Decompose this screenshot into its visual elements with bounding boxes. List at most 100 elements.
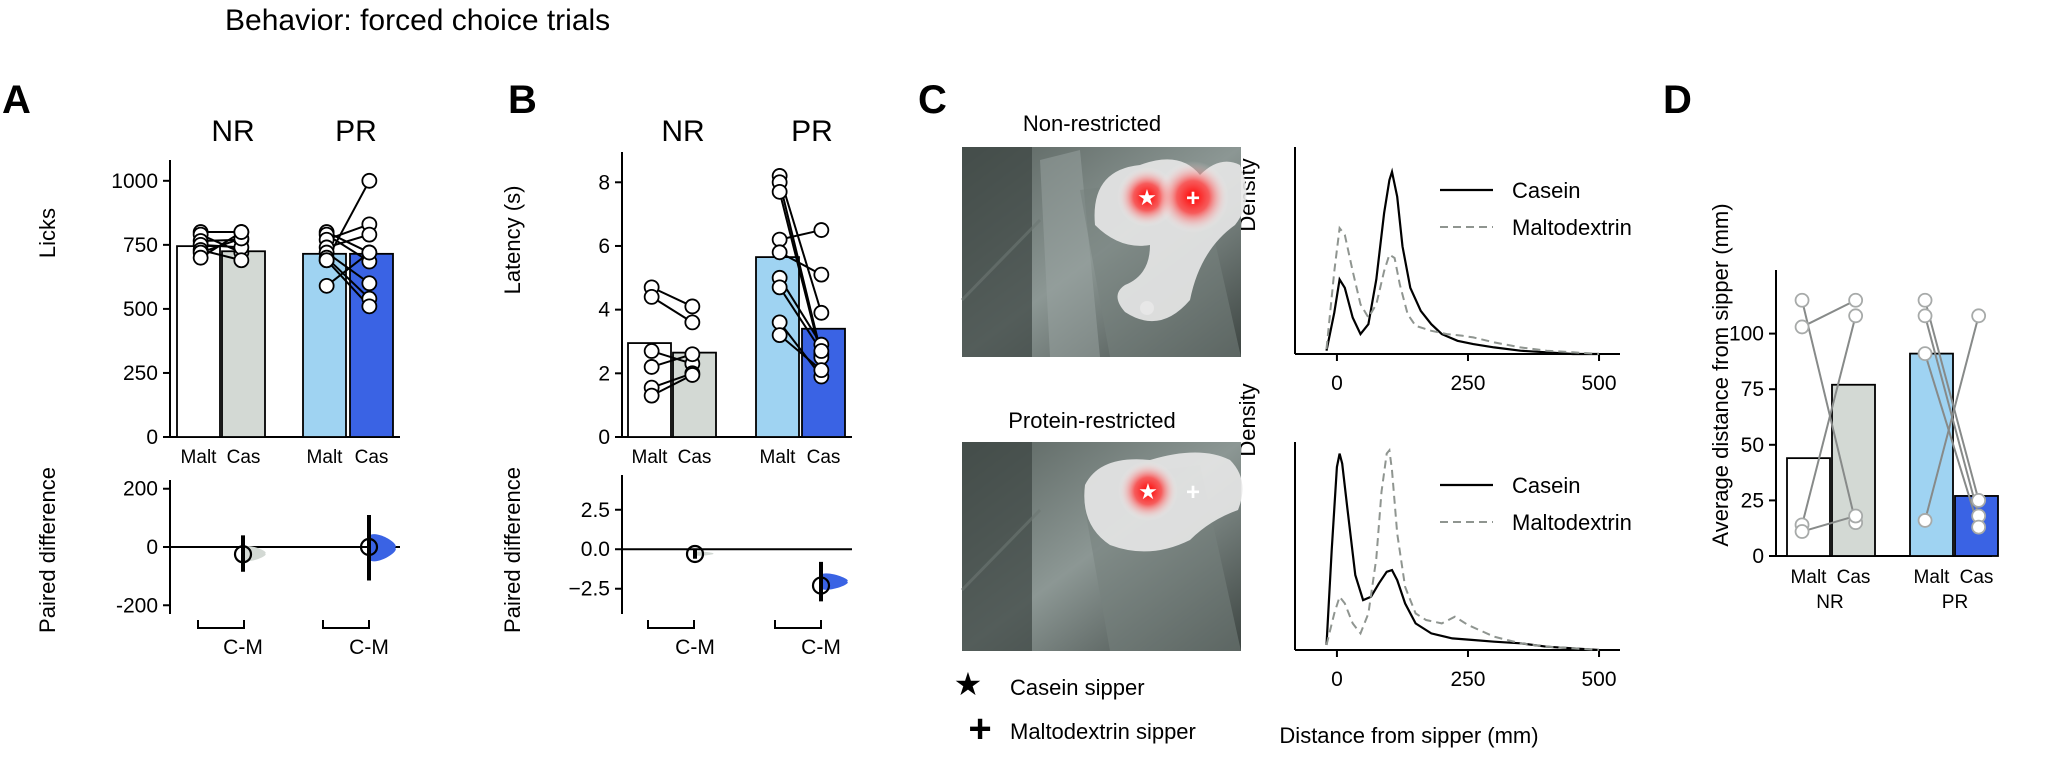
panel-b-bottom-ylabel: Paired difference xyxy=(500,467,525,633)
density-legend-top-casein: Casein xyxy=(1512,178,1580,203)
panel-d-point xyxy=(1917,513,1933,528)
panel-b-top-pair-line xyxy=(779,334,822,371)
panel-b-top-point xyxy=(813,266,830,283)
panel-b-group-label-pr: PR xyxy=(791,115,833,148)
panel-b-top-pair-line xyxy=(778,182,823,355)
panel-d-point xyxy=(1848,292,1864,308)
panel-b-top-point xyxy=(643,359,660,375)
panel-d-group-label-pr: PR xyxy=(1942,592,1968,613)
panel-b-top-category-label: Malt xyxy=(632,447,669,468)
panel-c-bottom-series-casein xyxy=(1325,453,1600,652)
panel-a-bottom-x-label-2: C-M xyxy=(349,636,389,659)
panel-b-bottom-mean-diff-1 xyxy=(685,544,705,564)
panel-b-top-point xyxy=(684,314,701,331)
panel-a-top-category-label: Malt xyxy=(181,447,218,468)
panel-c-bottom-series-maltodextrin xyxy=(1325,447,1600,651)
panel-b-top-point xyxy=(813,222,830,238)
panel-a-bottom-mean-diff-2 xyxy=(359,537,379,557)
panel-c-top-x-tick-label: 500 xyxy=(1582,372,1617,395)
panel-a-bottom-mean-diff-1 xyxy=(233,545,253,564)
panel-b-top-category-label: Malt xyxy=(760,447,797,468)
panel-a-top-point xyxy=(361,275,378,292)
panel-b-bottom-comparison-bracket-1 xyxy=(647,620,695,629)
panel-a-top-point xyxy=(233,252,250,269)
panel-c-bottom-x-tick-label: 0 xyxy=(1331,668,1343,691)
panel-b-top-pair-line xyxy=(651,296,693,324)
panel-letter-a: A xyxy=(2,78,31,122)
density-legend-top-malto: Maltodextrin xyxy=(1512,215,1632,240)
panel-b-top-point xyxy=(771,244,788,261)
panel-a-group-label-nr: NR xyxy=(211,115,254,148)
panel-d-bar-2 xyxy=(1831,383,1876,557)
panel-b-bottom-comparison-bracket-2 xyxy=(774,620,822,629)
panel-b-top-pair-line xyxy=(778,191,823,358)
panel-a-top-point xyxy=(318,277,335,294)
density-legend-bottom-malto: Maltodextrin xyxy=(1512,510,1632,535)
legend-star-icon: ★ xyxy=(954,666,983,702)
panel-a-top-y-tick-label: 250 xyxy=(123,362,158,385)
panel-a-top-y-tick-label: 0 xyxy=(146,426,158,449)
svg-text:+: + xyxy=(1186,479,1200,506)
panel-b-top-y-tick-label: 6 xyxy=(598,235,610,258)
panel-d-y-tick-label: 50 xyxy=(1741,434,1764,457)
panel-a-top-bar-2 xyxy=(221,250,266,438)
panel-a-top-y-tick-label: 500 xyxy=(123,298,158,321)
panel-a-bottom-ylabel: Paired difference xyxy=(35,467,60,633)
panel-d-point xyxy=(1917,346,1933,362)
panel-d-point xyxy=(1917,292,1933,308)
figure-title: Behavior: forced choice trials xyxy=(225,4,610,37)
panel-c-bottom-x-tick-label: 250 xyxy=(1450,668,1485,691)
panel-a-bottom-x-label-1: C-M xyxy=(223,636,263,659)
panel-d-point xyxy=(1794,292,1810,308)
panel-d-y-tick-label: 100 xyxy=(1729,323,1764,346)
panel-b-ylabel: Latency (s) xyxy=(500,186,525,295)
panel-letter-b: B xyxy=(508,78,537,122)
heatmap-image-top: ★ + xyxy=(960,147,1247,357)
panel-b-bottom-bootstrap-distribution-1 xyxy=(697,551,714,556)
panel-a-top-point xyxy=(192,249,209,266)
panel-c-bottom-x-tick-label: 500 xyxy=(1582,668,1617,691)
panel-d-category-label: Malt xyxy=(1914,567,1951,588)
panel-d-point xyxy=(1794,319,1810,335)
panel-b-top-point xyxy=(813,362,830,379)
panel-b-top-pair-line xyxy=(778,286,823,352)
heatmap-title-top: Non-restricted xyxy=(1023,111,1161,136)
heatmap-title-bottom: Protein-restricted xyxy=(1008,408,1176,433)
legend-casein-sipper: Casein sipper xyxy=(1010,675,1145,700)
panel-b-bottom-x-label-1: C-M xyxy=(675,636,715,659)
panel-c-density-top: 0 250 500 xyxy=(1294,147,1620,395)
panel-d-pair-line xyxy=(1801,299,1857,328)
panel-a-bottom-y-tick-label: 200 xyxy=(123,478,158,501)
panel-d-group-label-nr: NR xyxy=(1816,592,1843,613)
panel-d-pair-line xyxy=(1801,515,1856,533)
panel-d-point xyxy=(1971,519,1987,535)
panel-d-pair-line xyxy=(1924,353,1980,528)
panel-d-pair-line xyxy=(1924,315,1980,521)
panel-b-top-y-tick-label: 8 xyxy=(598,171,610,194)
panel-d-y-tick-label: 0 xyxy=(1752,545,1764,568)
panel-a-top-point xyxy=(361,298,378,315)
panel-b-bottom-mean-diff-2 xyxy=(811,576,831,595)
panel-c-density-bottom: 0 250 500 xyxy=(1294,442,1620,691)
panel-d-bar-1 xyxy=(1786,457,1831,557)
panel-c-top-x-tick-label: 0 xyxy=(1331,372,1343,395)
panel-d-category-label: Malt xyxy=(1791,567,1828,588)
panel-b-top-point xyxy=(813,304,830,321)
panel-d-point xyxy=(1917,308,1933,324)
density-legend-top: Casein Maltodextrin xyxy=(1440,178,1632,240)
panel-b-top-point xyxy=(771,327,788,344)
panel-a-ylabel: Licks xyxy=(35,208,60,258)
panel-c-top-series-casein xyxy=(1325,167,1599,356)
panel-b-top-y-tick-label: 0 xyxy=(598,426,610,449)
panel-b-bottom-x-label-2: C-M xyxy=(801,636,841,659)
panel-d-category-label: Cas xyxy=(1960,567,1994,588)
panel-b-top-point xyxy=(643,387,660,404)
panel-c-top-x-tick-label: 250 xyxy=(1450,372,1485,395)
panel-d-point xyxy=(1794,524,1810,539)
panel-a-bottom-comparison-bracket-2 xyxy=(322,620,370,629)
